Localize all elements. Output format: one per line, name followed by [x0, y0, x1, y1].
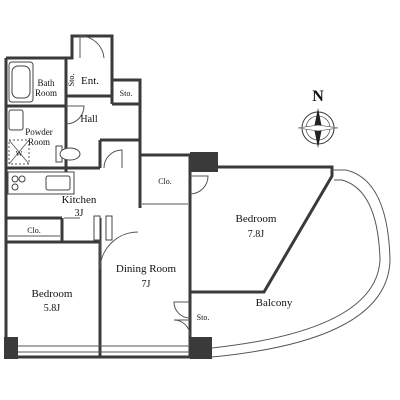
label-bedroom-right: Bedroom: [236, 213, 277, 225]
label-closet-mid: Clo.: [158, 177, 172, 186]
label-balcony: Balcony: [256, 297, 293, 309]
label-kitchen-size: 3J: [75, 208, 84, 219]
pillar: [190, 337, 212, 359]
vanity: [8, 109, 24, 131]
label-hall: Hall: [80, 114, 97, 125]
doors: [64, 35, 209, 337]
balcony-outline: [211, 169, 391, 358]
stove-burner: [11, 175, 19, 183]
label-bedroom-right-size: 7.8J: [248, 229, 265, 240]
bathtub-inner: [11, 65, 31, 99]
label-sto-bottom: Sto.: [197, 313, 210, 322]
label-compass-north: N: [312, 88, 324, 105]
label-closet-left: Clo.: [27, 226, 41, 235]
pillar: [4, 337, 18, 359]
stove-burner: [11, 183, 19, 191]
label-bath: Bath: [38, 78, 55, 88]
label-ent: Ent.: [81, 75, 99, 87]
label-dining-room-size: 7J: [142, 279, 151, 290]
label-powder: Powder: [25, 127, 53, 137]
label-powder-room: Room: [28, 137, 50, 147]
label-bath-room: Room: [35, 88, 57, 98]
interior-walls: [6, 58, 218, 357]
pillar: [190, 152, 218, 172]
label-sto-right: Sto.: [120, 89, 133, 98]
toilet-bowl: [59, 147, 81, 161]
label-kitchen: Kitchen: [62, 194, 97, 206]
label-washer: W: [16, 150, 23, 158]
sink: [45, 175, 71, 191]
label-bedroom-left-size: 5.8J: [44, 303, 61, 314]
compass: [297, 108, 339, 148]
label-bedroom-left: Bedroom: [32, 288, 73, 300]
diagonal-wall: [218, 170, 334, 294]
washer-space: [8, 139, 30, 165]
stove-burner: [18, 175, 26, 183]
label-sto-entrance: Sto.: [67, 74, 76, 87]
label-dining-room: Dining Room: [116, 263, 177, 275]
washer-cross: [8, 139, 30, 165]
